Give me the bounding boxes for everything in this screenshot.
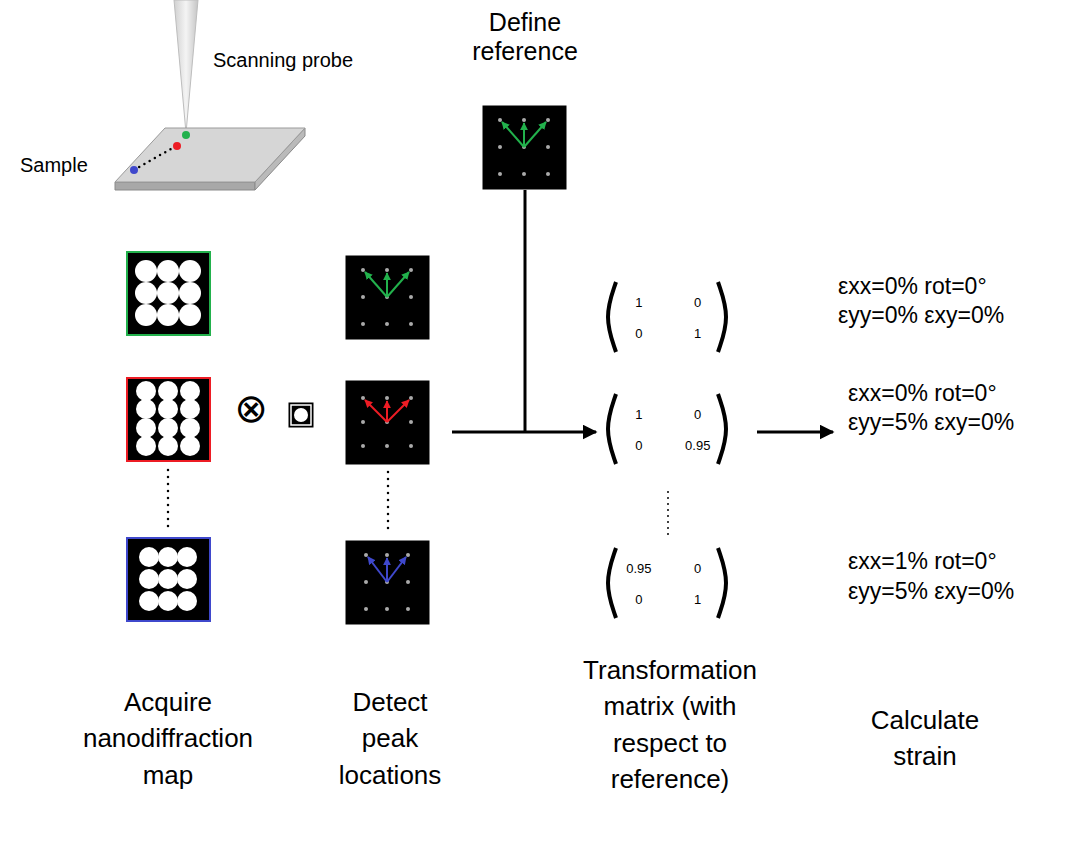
- matrix: 0.95 0 0 1: [603, 546, 731, 620]
- matrix-entry: 0: [635, 439, 642, 452]
- matrix-entry: 0.95: [626, 562, 651, 575]
- strain-value: εxx=0% rot=0°: [838, 273, 1083, 301]
- probe-label: Scanning probe: [213, 48, 403, 72]
- diffraction-pattern: [127, 252, 210, 335]
- right-bracket: [718, 394, 726, 464]
- strain-value: εyy=5% εxy=0%: [848, 578, 1086, 606]
- matrix: 1 0 0 1: [603, 280, 731, 354]
- probe-tip: [174, 0, 198, 133]
- matrix-entry: 0: [694, 296, 701, 309]
- peak-map: [345, 540, 430, 625]
- matrix-entry: 0: [635, 593, 642, 606]
- matrix-entry: 0: [694, 562, 701, 575]
- matrix-entry: 0: [694, 408, 701, 421]
- kernel-icon: [289, 403, 313, 427]
- step-caption: Acquire nanodiffraction map: [68, 684, 268, 793]
- matrix-brackets: [603, 392, 731, 466]
- matrix-entry: 0.95: [685, 439, 710, 452]
- left-bracket: [608, 282, 616, 352]
- matrix-entry: 0: [635, 327, 642, 340]
- matrix-entry: 1: [694, 327, 701, 340]
- matrix-brackets: [603, 546, 731, 620]
- strain-value: εyy=0% εxy=0%: [838, 302, 1083, 330]
- matrix-brackets: [603, 280, 731, 354]
- left-bracket: [608, 394, 616, 464]
- reference-peak-map: [482, 105, 567, 190]
- ellipsis-dots: [667, 492, 669, 536]
- matrix-entry: 1: [635, 408, 642, 421]
- right-bracket: [718, 282, 726, 352]
- step-title: Define reference: [455, 8, 595, 66]
- matrix: 1 0 0 0.95: [603, 392, 731, 466]
- strain-value: εyy=5% εxy=0%: [848, 409, 1086, 437]
- matrix-entry: 1: [635, 296, 642, 309]
- step-caption: Detect peak locations: [327, 684, 453, 793]
- diffraction-pattern: [127, 538, 210, 621]
- right-bracket: [718, 548, 726, 618]
- sample-label: Sample: [20, 153, 110, 177]
- flow-arrow: [757, 431, 833, 434]
- reference-line: [524, 190, 527, 432]
- flow-arrow: [452, 431, 596, 434]
- sample-plate: [115, 128, 305, 190]
- convolution-symbol: ⊗: [226, 388, 276, 428]
- matrix-entry: 1: [694, 593, 701, 606]
- step-caption: Transformation matrix (with respect to r…: [570, 652, 770, 798]
- ellipsis-dots: [387, 472, 390, 532]
- left-bracket: [608, 548, 616, 618]
- peak-map: [345, 255, 430, 340]
- peak-map: [345, 380, 430, 465]
- strain-value: εxx=1% rot=0°: [848, 548, 1086, 576]
- diffraction-pattern: [127, 378, 210, 461]
- strain-value: εxx=0% rot=0°: [848, 380, 1086, 408]
- step-caption: Calculate strain: [860, 702, 990, 775]
- ellipsis-dots: [167, 470, 170, 530]
